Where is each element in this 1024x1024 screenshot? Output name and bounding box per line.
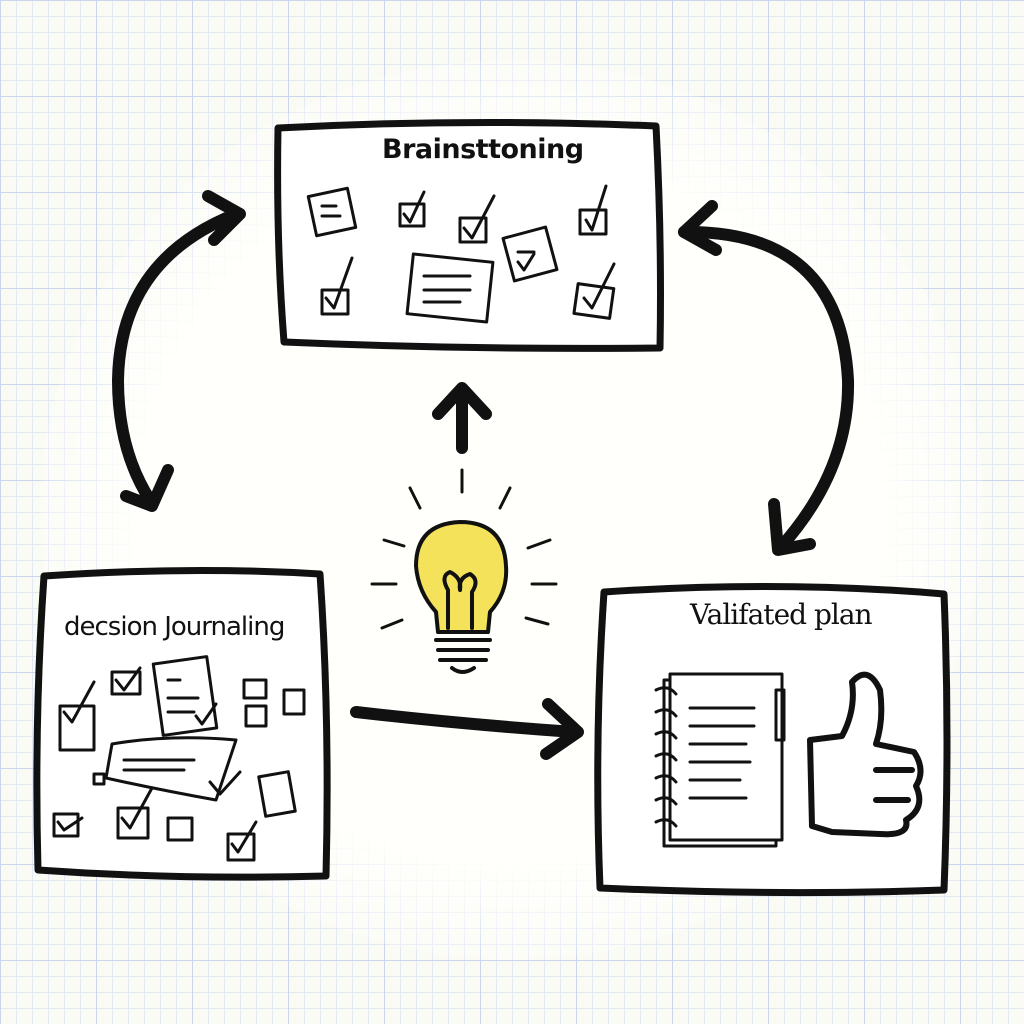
checklist-doodles-brainstorm (306, 184, 616, 324)
node-label-plan: Valifated plan (690, 598, 873, 631)
node-label-brainstorming: Brainsttoning (382, 134, 584, 165)
box-journaling (33, 566, 331, 881)
arrow-journal-to-plan (350, 698, 584, 760)
arrow-brainstorm-to-journal (112, 190, 246, 512)
node-label-journaling: decsion Journaling (64, 612, 285, 642)
notebook-icon (654, 672, 786, 848)
thumbs-up-icon (807, 671, 924, 838)
lightbulb-icon (370, 468, 558, 674)
arrow-up (432, 382, 492, 454)
checklist-doodles-journal (52, 655, 306, 862)
arrow-plan-to-brainstorm (678, 200, 855, 556)
